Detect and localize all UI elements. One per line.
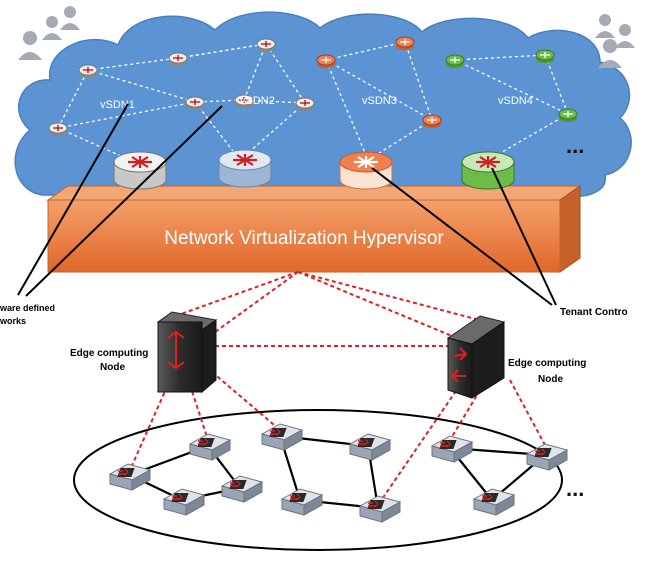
router-icon [339, 151, 393, 190]
user-group-icon [18, 6, 80, 60]
vsdn3-label: vSDN3 [362, 95, 397, 107]
router-icon [535, 49, 555, 63]
router-icon [316, 54, 336, 68]
edge-server-right: Edge computing Node [446, 315, 586, 399]
cloud-ellipsis: ... [566, 133, 584, 158]
virtual-routers [48, 36, 578, 136]
edge-node-left-label1: Edge computing [70, 348, 148, 359]
hypervisor-edge-links [169, 271, 499, 347]
router-icon [395, 36, 415, 50]
router-icon [558, 108, 578, 122]
vsdn1-label: vSDN1 [100, 99, 135, 111]
hypervisor-block: Network Virtualization Hypervisor [46, 185, 582, 273]
vsdn-links [57, 41, 570, 161]
router-icon [461, 151, 515, 190]
tenant-controller-callout: Tenant Contro [560, 307, 628, 318]
router-icon [48, 122, 68, 136]
edge-node-left-label2: Node [100, 362, 125, 373]
edge-server-left: Edge computing Node [70, 311, 218, 394]
router-icon [185, 96, 205, 110]
router-icon [168, 52, 188, 66]
edge-switch-links [129, 371, 546, 506]
physical-ellipsis: ... [566, 476, 584, 501]
vsdn2-label: vSDN2 [240, 95, 275, 107]
user-group-icon [595, 14, 635, 68]
vsdn4-label: vSDN4 [498, 95, 533, 107]
software-defined-line1: ware defined [0, 303, 55, 313]
router-icon [78, 64, 98, 78]
edge-server-icon [446, 315, 506, 399]
edge-server-icon [156, 311, 218, 394]
edge-node-right-label1: Edge computing [508, 358, 586, 369]
router-icon [218, 149, 272, 188]
edge-node-right-label2: Node [538, 374, 563, 385]
router-icon [234, 94, 254, 108]
router-icon [422, 114, 442, 128]
router-icon [256, 38, 276, 52]
tenant-controllers [113, 149, 515, 190]
hypervisor-label: Network Virtualization Hypervisor [164, 228, 444, 249]
software-defined-line2: works [0, 316, 26, 326]
router-icon [295, 97, 315, 111]
software-defined-callout: ware defined works [0, 303, 55, 326]
router-icon [445, 54, 465, 68]
router-icon [113, 151, 167, 190]
callout-lines [17, 103, 557, 306]
